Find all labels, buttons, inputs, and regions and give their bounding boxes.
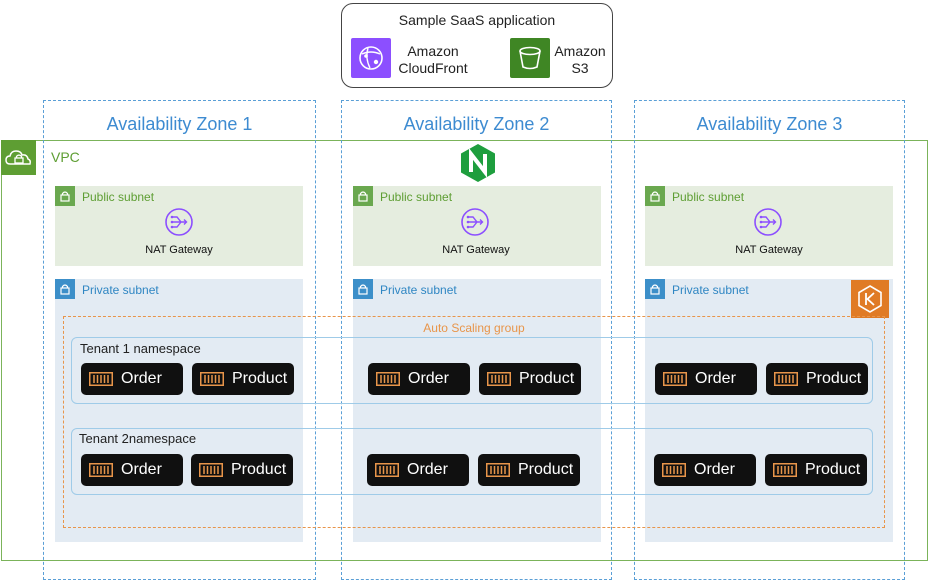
container-icon <box>487 372 511 386</box>
container-icon <box>774 372 798 386</box>
container-icon <box>200 372 224 386</box>
nginx-icon <box>458 143 498 183</box>
product-label: Product <box>518 461 574 478</box>
lock-icon <box>353 186 373 206</box>
product-pod: Product <box>192 363 294 395</box>
product-pod: Product <box>478 454 580 486</box>
public-subnet-az2: Public subnet NAT Gateway <box>353 186 601 266</box>
nat-gateway-label: NAT Gateway <box>442 244 510 256</box>
vpc-boundary <box>1 140 928 561</box>
private-subnet-az1: Private subnet <box>55 279 303 542</box>
az-3-title: Availability Zone 3 <box>696 114 843 134</box>
cloud-lock-icon <box>1 140 36 175</box>
order-label: Order <box>407 461 448 478</box>
vpc-label: VPC <box>51 149 80 165</box>
public-subnet-label: Public subnet <box>82 190 155 204</box>
auto-scaling-group-label: Auto Scaling group <box>423 321 525 335</box>
container-icon <box>199 463 223 477</box>
product-pod: Product <box>479 363 581 395</box>
s3-bucket-icon <box>510 38 550 78</box>
public-subnet-az1: Public subnet NAT Gateway <box>55 186 303 266</box>
container-icon <box>375 463 399 477</box>
order-label: Order <box>121 370 162 387</box>
container-icon <box>89 372 113 386</box>
container-icon <box>486 463 510 477</box>
tenant-2-namespace <box>71 428 873 495</box>
eks-icon <box>851 280 889 318</box>
order-pod: Order <box>655 363 757 395</box>
container-icon <box>773 463 797 477</box>
private-subnet-label: Private subnet <box>672 283 749 297</box>
auto-scaling-group <box>63 316 885 528</box>
order-label: Order <box>695 370 736 387</box>
nat-gateway-icon <box>753 207 783 237</box>
public-subnet-az3: Public subnet NAT Gateway <box>645 186 893 266</box>
container-icon <box>376 372 400 386</box>
order-pod: Order <box>81 363 183 395</box>
s3-label: Amazon S3 <box>554 43 606 76</box>
public-subnet-label: Public subnet <box>672 190 745 204</box>
tenant-1-namespace <box>71 337 873 404</box>
private-subnet-label: Private subnet <box>82 283 159 297</box>
az-2-title: Availability Zone 2 <box>403 114 550 134</box>
product-pod: Product <box>766 363 868 395</box>
order-pod: Order <box>367 454 469 486</box>
product-label: Product <box>805 461 861 478</box>
container-icon <box>662 463 686 477</box>
product-label: Product <box>519 370 575 387</box>
order-label: Order <box>694 461 735 478</box>
lock-icon <box>55 279 75 299</box>
order-pod: Order <box>654 454 756 486</box>
nat-gateway-label: NAT Gateway <box>145 244 213 256</box>
tenant-1-label: Tenant 1 namespace <box>80 341 201 356</box>
availability-zone-3: Availability Zone 3 <box>634 100 905 580</box>
private-subnet-label: Private subnet <box>380 283 457 297</box>
private-subnet-az2: Private subnet <box>353 279 601 542</box>
container-icon <box>89 463 113 477</box>
tenant-2-label: Tenant 2namespace <box>79 431 197 446</box>
order-label: Order <box>121 461 162 478</box>
order-label: Order <box>408 370 449 387</box>
product-label: Product <box>806 370 862 387</box>
nat-gateway-icon <box>164 207 194 237</box>
cloudfront-icon <box>351 38 391 78</box>
nat-gateway-label: NAT Gateway <box>735 244 803 256</box>
product-pod: Product <box>765 454 867 486</box>
product-pod: Product <box>191 454 293 486</box>
lock-icon <box>55 186 75 206</box>
container-icon <box>663 372 687 386</box>
lock-icon <box>353 279 373 299</box>
cloudfront-label: Amazon CloudFront <box>398 43 468 76</box>
lock-icon <box>645 279 665 299</box>
az-1-title: Availability Zone 1 <box>106 114 253 134</box>
product-label: Product <box>232 370 288 387</box>
saas-application-box: Sample SaaS application Amazon CloudFron… <box>341 3 613 88</box>
availability-zone-1: Availability Zone 1 <box>43 100 316 580</box>
order-pod: Order <box>368 363 470 395</box>
private-subnet-az3: Private subnet <box>645 279 893 542</box>
product-label: Product <box>231 461 287 478</box>
availability-zone-2: Availability Zone 2 <box>341 100 612 580</box>
order-pod: Order <box>81 454 183 486</box>
lock-icon <box>645 186 665 206</box>
nat-gateway-icon <box>460 207 490 237</box>
saas-title: Sample SaaS application <box>398 12 556 28</box>
public-subnet-label: Public subnet <box>380 190 453 204</box>
